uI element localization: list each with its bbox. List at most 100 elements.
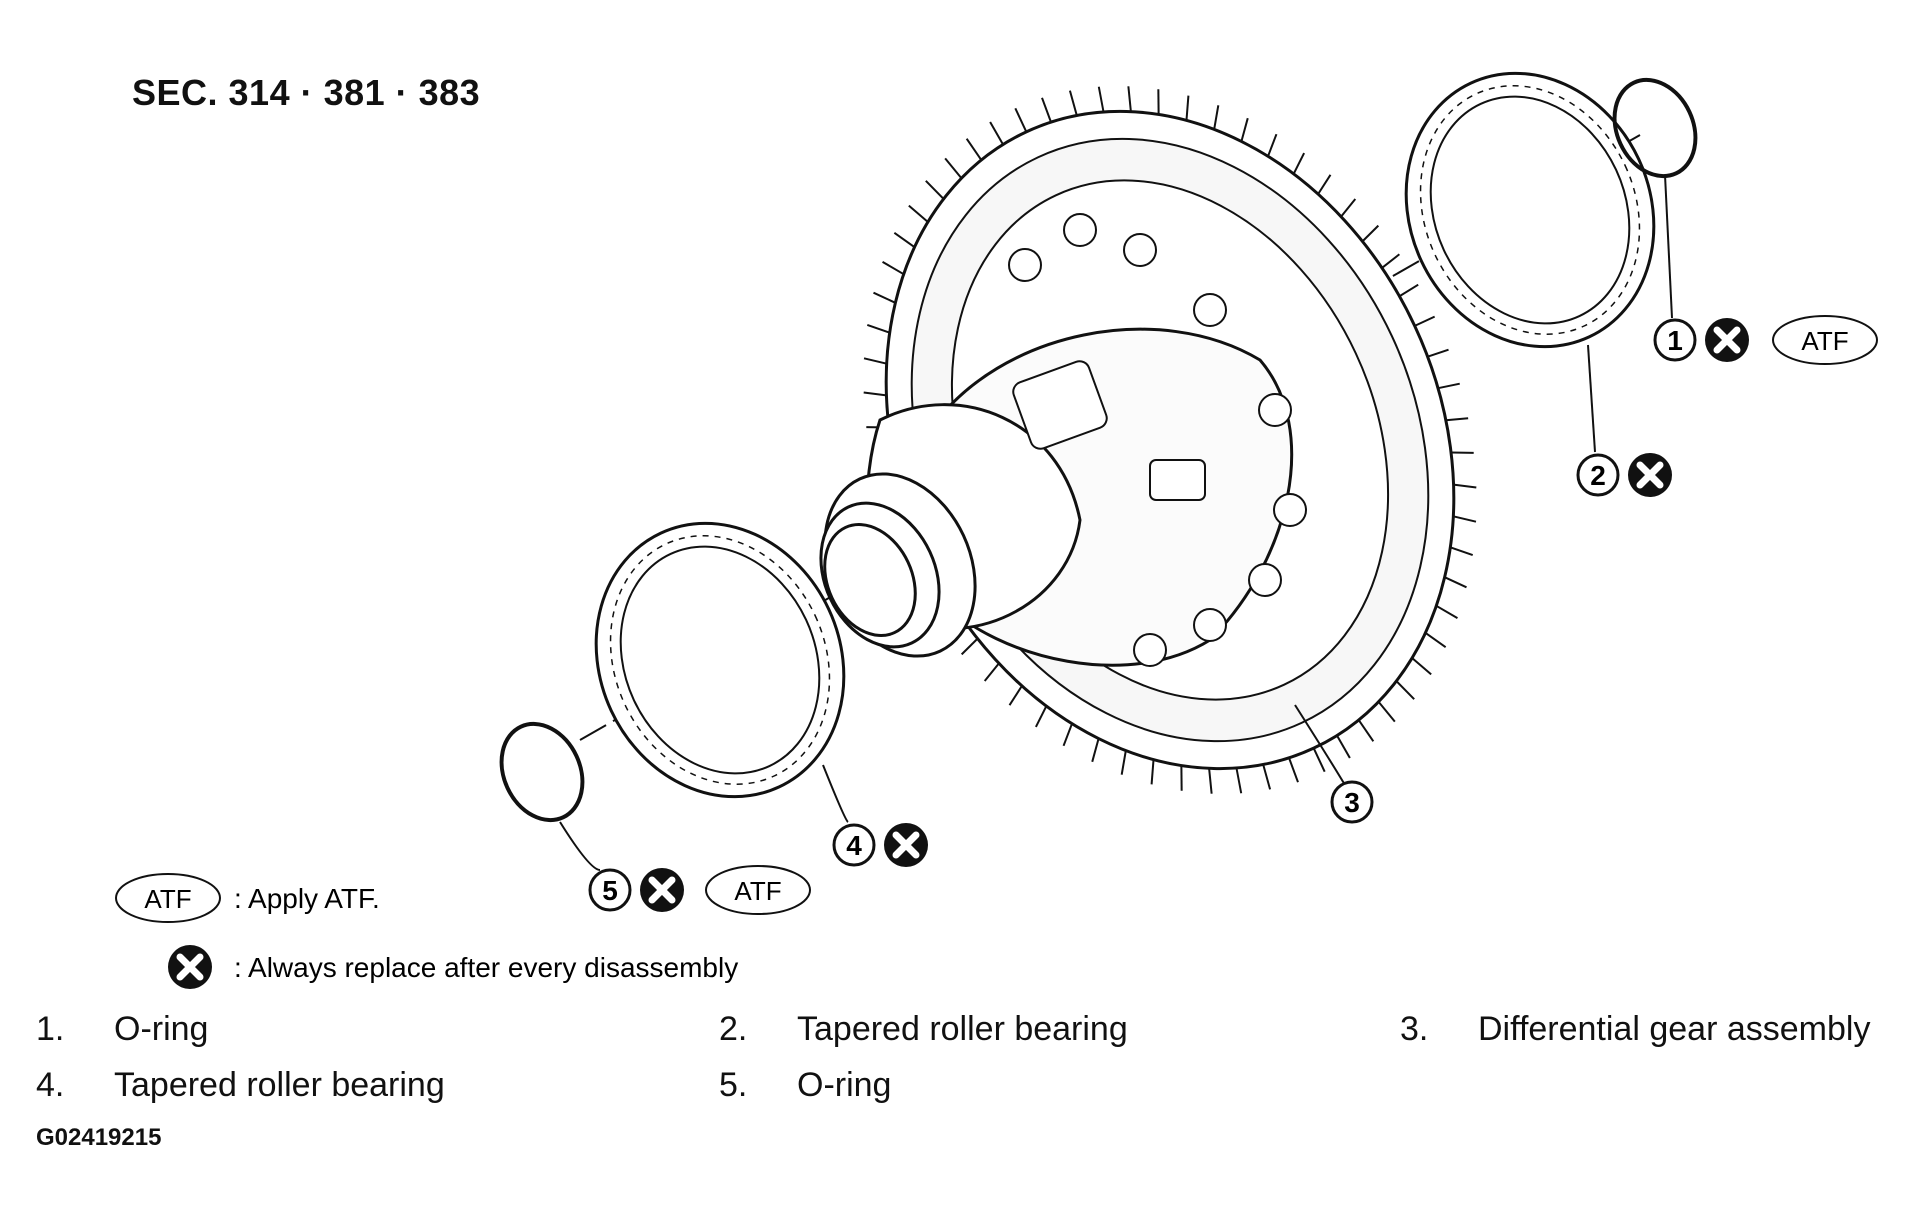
gear-tooth	[1240, 117, 1249, 142]
replace-icon	[1628, 453, 1672, 497]
callout-1-atf: ATF	[1801, 326, 1848, 356]
gear-tooth	[1437, 382, 1460, 390]
gear-tooth	[989, 121, 1004, 146]
leader-4	[822, 764, 849, 823]
callout-1-number: 1	[1667, 325, 1683, 356]
callout-4-number: 4	[846, 830, 862, 861]
gear-tooth	[1288, 757, 1299, 783]
part-item-4: 4. Tapered roller bearing	[36, 1066, 445, 1105]
gear-tooth	[1377, 701, 1396, 723]
part-name: Tapered roller bearing	[797, 1010, 1128, 1048]
part-name: Differential gear assembly	[1478, 1010, 1871, 1048]
gear-tooth	[925, 180, 945, 200]
part-item-1: 1. O-ring	[36, 1010, 208, 1049]
gear-tooth	[1453, 515, 1477, 523]
callout-2-number: 2	[1590, 460, 1606, 491]
callout-3: 3	[1330, 780, 1374, 824]
gear-tooth	[1414, 315, 1436, 327]
callout-5-number: 5	[602, 875, 618, 906]
gear-tooth	[1427, 348, 1449, 358]
leader-5	[559, 821, 601, 871]
tapered-roller-bearing-left	[594, 521, 846, 799]
leader-3	[1294, 704, 1346, 786]
legend-atf: ATF : Apply ATF.	[115, 873, 380, 923]
replace-icon	[1705, 318, 1749, 362]
gear-tooth	[1097, 86, 1105, 113]
gear-tooth	[908, 204, 929, 223]
gear-tooth	[1062, 723, 1073, 747]
gear-tooth	[1034, 705, 1048, 728]
section-title: SEC. 314 · 381 · 383	[132, 72, 481, 113]
gear-tooth	[1398, 283, 1419, 298]
replace-icon	[168, 945, 212, 989]
o-ring-left	[499, 721, 585, 823]
callout-5: 5 ATF	[588, 866, 811, 914]
gear-tooth	[1357, 719, 1375, 742]
gear-tooth	[1185, 95, 1190, 121]
gear-tooth	[1449, 546, 1474, 556]
part-number: 3.	[1400, 1010, 1429, 1048]
gear-tooth	[1208, 768, 1213, 794]
gear-tooth	[944, 157, 963, 179]
gear-tooth	[882, 261, 905, 276]
gear-tooth	[1451, 451, 1474, 454]
part-number: 4.	[36, 1066, 65, 1104]
tapered-roller-bearing-right	[1404, 71, 1656, 349]
gear-tooth	[1150, 759, 1155, 785]
callout-3-number: 3	[1344, 787, 1360, 818]
part-name: Tapered roller bearing	[114, 1066, 445, 1104]
gear-tooth	[863, 357, 887, 365]
gear-tooth	[1445, 417, 1469, 422]
gear-tooth	[1014, 107, 1028, 133]
legend-replace: : Always replace after every disassembly	[168, 945, 738, 989]
gear-tooth	[1411, 657, 1432, 676]
gear-tooth	[1235, 767, 1243, 794]
gear-tooth	[1381, 253, 1400, 269]
gear-tooth	[1213, 105, 1220, 130]
gear-tooth	[1091, 738, 1100, 763]
figure-id: G02419215	[36, 1124, 162, 1151]
gear-tooth	[1340, 198, 1357, 218]
gear-tooth	[1435, 604, 1458, 619]
gear-tooth	[1267, 133, 1278, 157]
gear-tooth	[1444, 576, 1467, 589]
gear-tooth	[1424, 632, 1447, 649]
o-ring-right	[1612, 77, 1698, 179]
part-number: 5.	[719, 1066, 748, 1104]
replace-icon	[884, 823, 928, 867]
gear-tooth	[1361, 224, 1380, 243]
gear-tooth	[1041, 97, 1052, 123]
differential-case	[865, 327, 1294, 667]
gear-tooth	[1395, 680, 1415, 700]
part-number: 2.	[719, 1010, 748, 1048]
gear-tooth	[1180, 765, 1183, 791]
gear-tooth	[1336, 734, 1351, 759]
ring-gear-bolts	[1008, 213, 1307, 667]
gear-tooth	[863, 391, 887, 397]
legend-replace-text: : Always replace after every disassembly	[234, 952, 738, 983]
replace-icon	[640, 868, 684, 912]
part-item-2: 2. Tapered roller bearing	[719, 1010, 1128, 1049]
part-item-5: 5. O-ring	[719, 1066, 891, 1105]
gear-tooth	[1262, 764, 1272, 790]
legend-atf-symbol: ATF	[144, 884, 191, 914]
legend-atf-text: : Apply ATF.	[234, 883, 380, 914]
part-name: O-ring	[797, 1066, 892, 1104]
gear-tooth	[1157, 89, 1160, 115]
gear-tooth	[873, 291, 896, 304]
hub	[819, 472, 977, 658]
part-name: O-ring	[114, 1010, 209, 1048]
callout-1: 1 ATF	[1653, 316, 1878, 364]
gear-tooth	[965, 138, 983, 161]
gear-tooth	[1312, 747, 1326, 773]
leader-2	[1587, 344, 1596, 453]
leader-1	[1664, 174, 1673, 319]
gear-tooth	[866, 324, 891, 334]
gear-tooth	[1127, 86, 1132, 112]
gear-tooth	[960, 637, 979, 656]
gear-tooth	[893, 231, 916, 248]
part-number: 1.	[36, 1010, 65, 1048]
part-item-3: 3. Differential gear assembly	[1400, 1010, 1870, 1049]
gear-tooth	[1008, 685, 1023, 706]
